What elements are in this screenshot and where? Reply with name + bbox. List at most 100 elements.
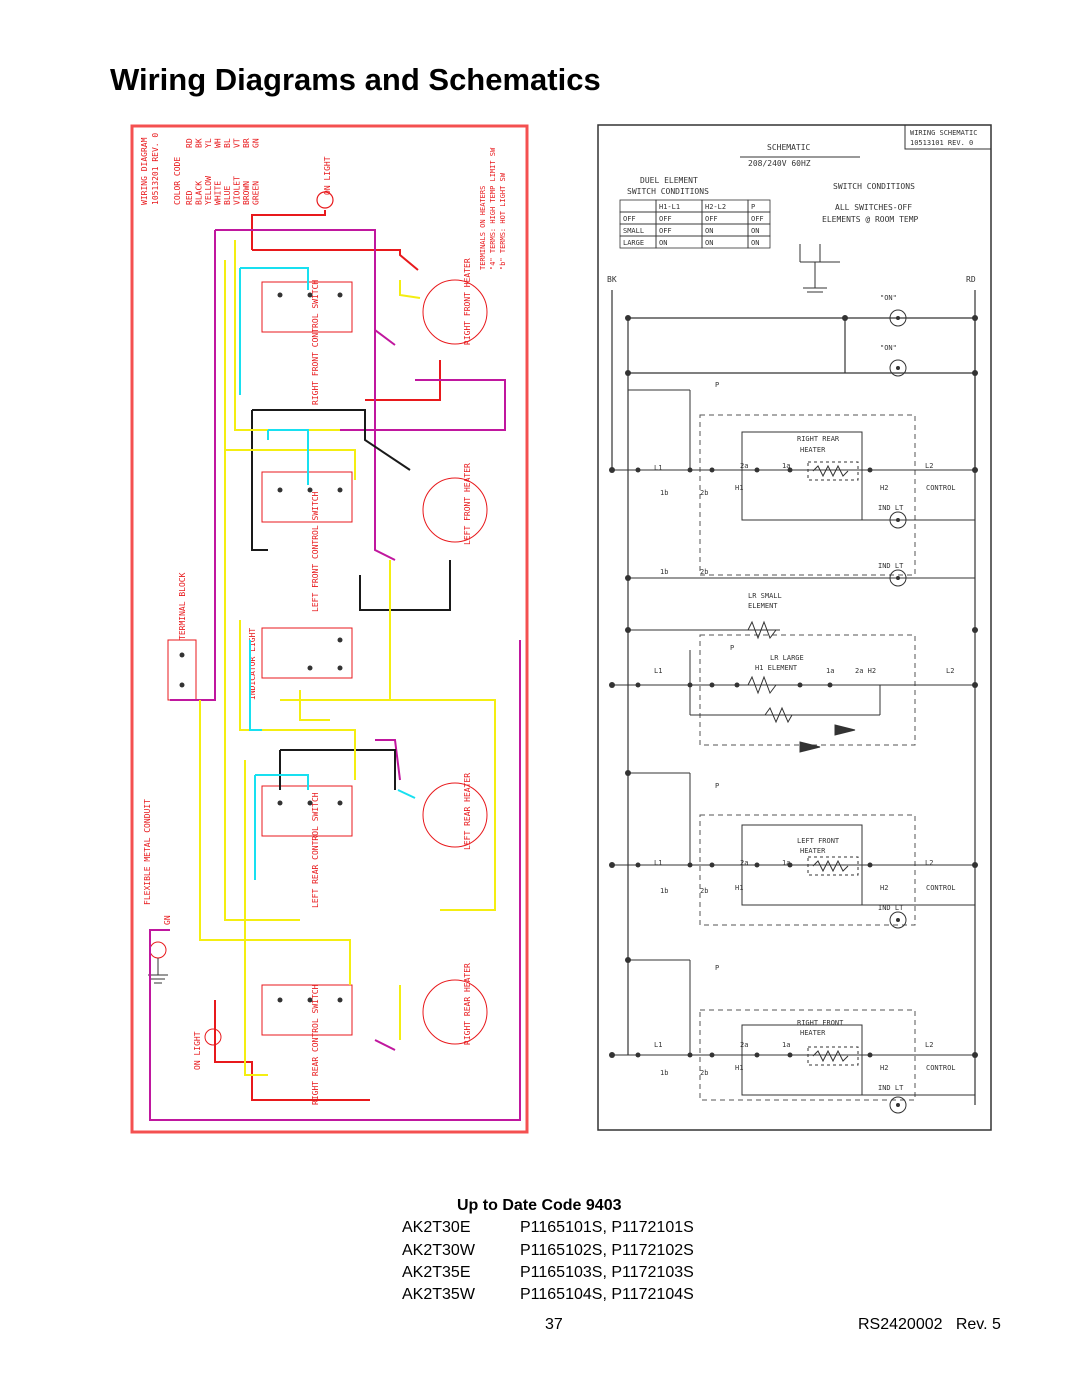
- switch-label-lf: LEFT FRONT CONTROL SWITCH: [311, 491, 320, 612]
- color-code-abbrev: RD: [185, 138, 194, 148]
- svg-text:H1: H1: [735, 884, 743, 892]
- svg-text:P: P: [730, 644, 734, 652]
- wiring-frame: [130, 124, 529, 1134]
- svg-text:H2: H2: [880, 1064, 888, 1072]
- schematic-header-2: 10513101 REV. 0: [910, 139, 973, 147]
- on-light-bottom-icon: [204, 1028, 222, 1046]
- ind-lt-label-1: IND LT: [878, 504, 904, 512]
- lf-heater-label-1: LEFT FRONT: [797, 837, 840, 845]
- block-right-rear: [699, 414, 916, 576]
- color-code-abbrev: GN: [252, 138, 261, 148]
- indicator-light-label: INDICATOR LIGHT: [248, 628, 257, 700]
- wiring-header-2: 10513201 REV. 0: [151, 133, 160, 205]
- lf-heater-label-2: HEATER: [800, 847, 826, 855]
- svg-text:L2: L2: [925, 1041, 933, 1049]
- heater-rr: [422, 979, 488, 1045]
- svg-text:P: P: [715, 782, 719, 790]
- heater-lf: [422, 477, 488, 543]
- color-code-name: BLACK: [195, 181, 204, 205]
- svg-text:1b: 1b: [660, 1069, 668, 1077]
- heater-label-rr: RIGHT REAR HEATER: [463, 963, 472, 1045]
- schematic-header-1: WIRING SCHEMATIC: [910, 129, 977, 137]
- schematic-header-box: [904, 124, 992, 150]
- heater-lr: [422, 782, 488, 848]
- duel-table-cell: OFF: [659, 215, 672, 223]
- lr-large-label-1: LR LARGE: [770, 654, 804, 662]
- color-code-abbrev: BL: [223, 138, 232, 148]
- color-code-abbrev: BK: [195, 138, 204, 148]
- svg-text:2b: 2b: [700, 1069, 708, 1077]
- terminals-note-2: "4" TERMS: HIGH TEMP LIMIT SW: [489, 147, 497, 270]
- ind-lt-label-3: IND LT: [878, 904, 904, 912]
- switch-box-lr: [261, 785, 353, 837]
- duel-table-cell: OFF: [623, 215, 636, 223]
- on-light-top-icon: [316, 191, 334, 209]
- schematic-voltage: 208/240V 60HZ: [748, 159, 811, 168]
- lr-small-label-1: LR SMALL: [748, 592, 782, 600]
- svg-text:1b: 1b: [660, 568, 668, 576]
- svg-text:1a: 1a: [782, 1041, 790, 1049]
- schematic-frame: [597, 124, 992, 1131]
- wiring-header-1: WIRING DIAGRAM: [140, 137, 149, 205]
- on-lamp-label-1: "ON": [880, 294, 897, 302]
- svg-text:H2: H2: [880, 884, 888, 892]
- wiring-diagram: WIRING DIAGRAM 10513201 REV. 0 COLOR COD…: [130, 124, 529, 1134]
- terminal-block-label: TERMINAL BLOCK: [178, 572, 187, 640]
- svg-text:L1: L1: [654, 667, 662, 675]
- lr-small-label-2: ELEMENT: [748, 602, 778, 610]
- document-code: RS2420002 Rev. 5: [858, 1316, 1001, 1333]
- svg-text:2a: 2a: [740, 859, 748, 867]
- schematic-label-rd: RD: [966, 275, 976, 284]
- svg-text:2a: 2a: [740, 1041, 748, 1049]
- control-label-1: CONTROL: [926, 484, 956, 492]
- duel-table-title-2: SWITCH CONDITIONS: [627, 187, 709, 196]
- switch-box-rr: [261, 984, 353, 1036]
- on-light-label-top: ON LIGHT: [323, 156, 332, 195]
- color-code-abbrev: VT: [233, 138, 242, 148]
- svg-text:L1: L1: [654, 464, 662, 472]
- color-code-name: RED: [185, 190, 194, 205]
- control-label-2: CONTROL: [926, 884, 956, 892]
- duel-table-cell: OFF: [705, 215, 718, 223]
- heater-label-lr: LEFT REAR HEATER: [463, 773, 472, 850]
- svg-text:L2: L2: [946, 667, 954, 675]
- svg-text:P: P: [715, 964, 719, 972]
- color-code-abbrev: YL: [204, 138, 213, 148]
- on-lamp-2-icon: [889, 359, 907, 377]
- terminals-note-3: "b" TERMS: HOT LIGHT SW: [499, 172, 507, 270]
- rf-heater-label-1: RIGHT FRONT: [797, 1019, 844, 1027]
- lr-large-label-2: H1 ELEMENT: [755, 664, 798, 672]
- svg-text:1a: 1a: [826, 667, 834, 675]
- schematic-ground-icon: [799, 244, 840, 293]
- on-lamp-1-icon: [889, 309, 907, 327]
- svg-text:1a: 1a: [782, 462, 790, 470]
- flexible-conduit-label: FLEXIBLE METAL CONDUIT: [143, 799, 152, 905]
- duel-table-cell: H1-L1: [659, 203, 680, 211]
- terminal-block-box: [167, 639, 197, 701]
- switch-label-rr: RIGHT REAR CONTROL SWITCH: [311, 984, 320, 1105]
- duel-table-cell: SMALL: [623, 227, 644, 235]
- control-label-3: CONTROL: [926, 1064, 956, 1072]
- svg-text:1b: 1b: [660, 887, 668, 895]
- schematic-label-bk: BK: [607, 275, 617, 284]
- duel-table-cell: ON: [705, 227, 713, 235]
- duel-table-cell: H2-L2: [705, 203, 726, 211]
- on-light-label-bottom: ON LIGHT: [193, 1031, 202, 1070]
- on-lamp-label-2: "ON": [880, 344, 897, 352]
- ground-label: GN: [163, 915, 172, 925]
- switch-conditions-title: SWITCH CONDITIONS: [833, 182, 915, 191]
- duel-table-cell: OFF: [659, 227, 672, 235]
- page-title: Wiring Diagrams and Schematics: [110, 62, 601, 97]
- svg-text:H2: H2: [880, 484, 888, 492]
- switch-conditions-2: ELEMENTS @ ROOM TEMP: [822, 215, 919, 224]
- svg-text:2a: 2a: [740, 462, 748, 470]
- svg-text:L1: L1: [654, 1041, 662, 1049]
- svg-text:1a: 1a: [782, 859, 790, 867]
- heater-rf: [422, 279, 488, 345]
- color-code-name: WHITE: [214, 181, 223, 205]
- color-code-name: BROWN: [242, 181, 251, 205]
- svg-text:L2: L2: [925, 462, 933, 470]
- duel-table-cell: ON: [705, 239, 713, 247]
